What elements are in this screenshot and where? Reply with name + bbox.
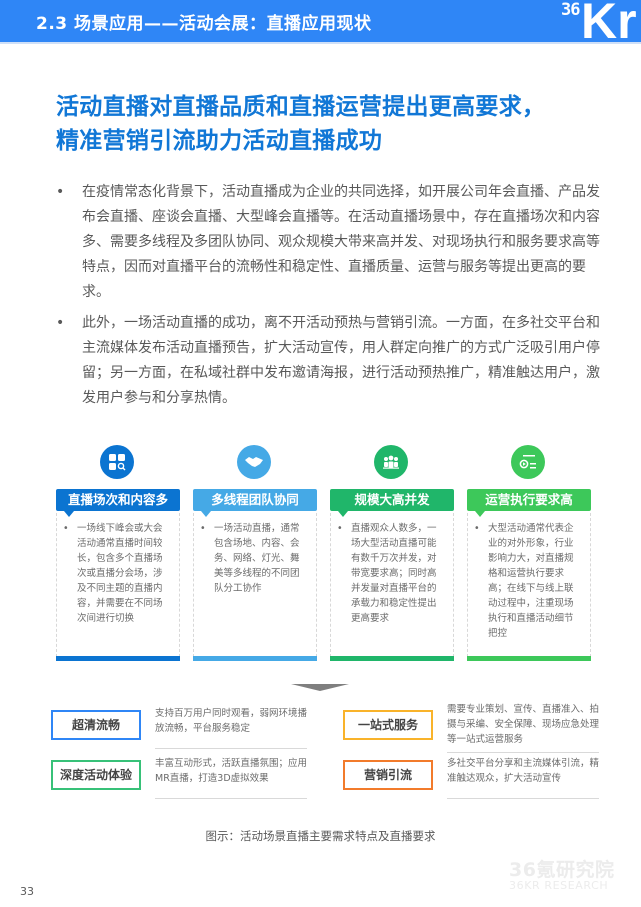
feature-description: 支持百万用户同时观看，弱网环境播放流畅，平台服务稳定 bbox=[155, 708, 308, 734]
feature-divider bbox=[155, 798, 307, 799]
play-list-icon bbox=[511, 445, 545, 479]
column-text: 大型活动通常代表企业的对外形象，行业影响力大，对直播规格和运营执行要求高；在线下… bbox=[488, 523, 574, 639]
feature-label: 超清流畅 bbox=[51, 710, 141, 740]
column-body: • 大型活动通常代表企业的对外形象，行业影响力大，对直播规格和运营执行要求高；在线… bbox=[467, 513, 591, 657]
column-bar bbox=[330, 656, 454, 661]
36kr-logo: 36 Kr bbox=[561, 0, 641, 46]
feature-columns: 直播场次和内容多 • 一场线下峰会或大会活动通常直播时间较长，包含多个直播场次或直… bbox=[56, 445, 591, 663]
column-team-collaboration: 多线程团队协同 • 一场活动直播，通常包含场地、内容、会务、网络、灯光、舞美等多线… bbox=[193, 445, 317, 663]
column-bar bbox=[467, 656, 591, 661]
bullet-marker: • bbox=[56, 315, 65, 331]
section-title: 2.3 场景应用——活动会展：直播应用现状 bbox=[36, 14, 372, 34]
column-bar bbox=[193, 656, 317, 661]
bullet-marker: • bbox=[337, 523, 343, 534]
column-label: 直播场次和内容多 bbox=[56, 489, 180, 517]
bullet-marker: • bbox=[474, 523, 480, 534]
people-group-icon bbox=[374, 445, 408, 479]
feature-label: 一站式服务 bbox=[343, 710, 433, 740]
column-text: 一场活动直播，通常包含场地、内容、会务、网络、灯光、舞美等多线程的不同团队分工协… bbox=[214, 523, 300, 594]
feature-label: 深度活动体验 bbox=[51, 760, 141, 790]
watermark-cn: 36氪研究院 bbox=[509, 859, 615, 881]
bullet-marker: • bbox=[63, 523, 69, 534]
bullet-list: • 在疫情常态化背景下，活动直播成为企业的共同选择，如开展公司年会直播、产品发布… bbox=[56, 180, 608, 417]
logo-letters: Kr bbox=[581, 0, 637, 46]
down-arrow-icon bbox=[291, 684, 349, 691]
header-divider bbox=[0, 42, 641, 44]
column-operations: 运营执行要求高 • 大型活动通常代表企业的对外形象，行业影响力大，对直播规格和运营… bbox=[467, 445, 591, 663]
column-content-volume: 直播场次和内容多 • 一场线下峰会或大会活动通常直播时间较长，包含多个直播场次或直… bbox=[56, 445, 180, 663]
column-label: 规模大高并发 bbox=[330, 489, 454, 517]
page-headline: 活动直播对直播品质和直播运营提出更高要求， 精准营销引流助力活动直播成功 bbox=[56, 90, 545, 158]
bullet-text: 此外，一场活动直播的成功，离不开活动预热与营销引流。一方面，在多社交平台和主流媒… bbox=[82, 315, 600, 406]
column-text: 一场线下峰会或大会活动通常直播时间较长，包含多个直播场次或直播分会场，涉及不同主… bbox=[77, 523, 163, 624]
feature-description: 丰富互动形式，活跃直播氛围；应用MR直播，打造3D虚拟效果 bbox=[155, 758, 308, 784]
headline-line-1: 活动直播对直播品质和直播运营提出更高要求， bbox=[56, 94, 546, 120]
feature-divider bbox=[155, 748, 307, 749]
column-high-concurrency: 规模大高并发 • 直播观众人数多，一场大型活动直播可能有数千万次并发，对带宽要求高… bbox=[330, 445, 454, 663]
bullet-marker: • bbox=[56, 184, 65, 200]
page-number: 33 bbox=[20, 885, 34, 898]
bullet-marker: • bbox=[200, 523, 206, 534]
feature-description: 多社交平台分享和主流媒体引流，精准触达观众，扩大活动宣传 bbox=[447, 758, 600, 784]
column-label: 多线程团队协同 bbox=[193, 489, 317, 517]
bullet-item: • 此外，一场活动直播的成功，离不开活动预热与营销引流。一方面，在多社交平台和主… bbox=[56, 311, 608, 411]
feature-divider bbox=[447, 752, 599, 753]
column-text: 直播观众人数多，一场大型活动直播可能有数千万次并发，对带宽要求高；同时高并发量对… bbox=[351, 523, 437, 624]
feature-label: 营销引流 bbox=[343, 760, 433, 790]
bullet-text: 在疫情常态化背景下，活动直播成为企业的共同选择，如开展公司年会直播、产品发布会直… bbox=[82, 184, 600, 300]
bullet-item: • 在疫情常态化背景下，活动直播成为企业的共同选择，如开展公司年会直播、产品发布… bbox=[56, 180, 608, 305]
column-label: 运营执行要求高 bbox=[467, 489, 591, 517]
page-header: 2.3 场景应用——活动会展：直播应用现状 36 Kr bbox=[0, 0, 641, 46]
column-body: • 一场线下峰会或大会活动通常直播时间较长，包含多个直播场次或直播分会场，涉及不同… bbox=[56, 513, 180, 657]
logo-number: 36 bbox=[561, 0, 581, 20]
watermark-en: 36KR RESEARCH bbox=[509, 879, 609, 892]
feature-description: 需要专业策划、宣传、直播准入、拍摄与采编、安全保障、现场应急处理等一站式运营服务 bbox=[447, 704, 600, 745]
headline-line-2: 精准营销引流助力活动直播成功 bbox=[56, 128, 383, 154]
column-body: • 一场活动直播，通常包含场地、内容、会务、网络、灯光、舞美等多线程的不同团队分工… bbox=[193, 513, 317, 657]
handshake-icon bbox=[237, 445, 271, 479]
column-bar bbox=[56, 656, 180, 661]
grid-search-icon bbox=[100, 445, 134, 479]
feature-divider bbox=[447, 798, 599, 799]
figure-caption: 图示：活动场景直播主要需求特点及直播要求 bbox=[205, 829, 436, 843]
column-body: • 直播观众人数多，一场大型活动直播可能有数千万次并发，对带宽要求高；同时高并发量… bbox=[330, 513, 454, 657]
